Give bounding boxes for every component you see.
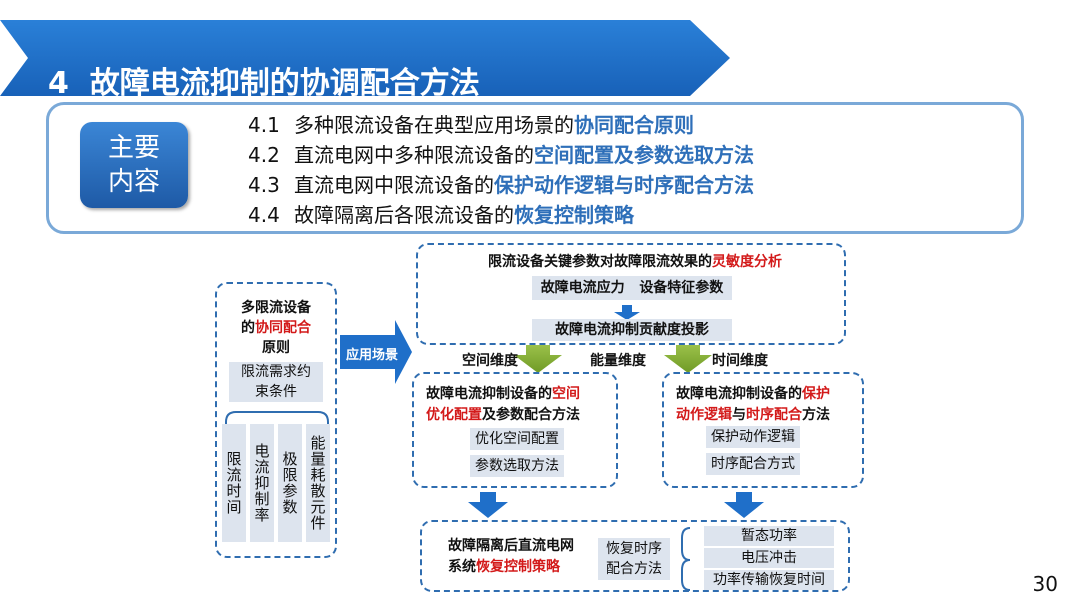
columns-connector: [225, 411, 329, 446]
sensitivity-block: [416, 243, 846, 345]
recovery-timing-box: 恢复时序配合方法: [598, 538, 670, 580]
apply-scene-arrow: [340, 320, 412, 384]
time-dimension-label: 时间维度: [712, 353, 768, 369]
page-number: 30: [1032, 572, 1058, 596]
main-content-badge: 主要内容: [80, 122, 188, 208]
space-dimension-arrow: [514, 345, 562, 373]
projection-box: 故障电流抑制贡献度投影: [532, 319, 732, 341]
page-title: 4 故障电流抑制的协调配合方法: [48, 58, 480, 102]
column-energy-element: 能量耗散元件: [306, 424, 330, 542]
recovery-title: 故障隔离后直流电网 系统恢复控制策略: [448, 538, 574, 575]
projection-arrow: [614, 305, 640, 320]
optimize-space-box: 优化空间配置: [470, 428, 564, 450]
badge-line-1: 主要: [107, 133, 160, 163]
title-banner: 4 故障电流抑制的协调配合方法: [0, 20, 730, 101]
energy-dimension-label: 能量维度: [590, 353, 646, 369]
space-dimension-label: 空间维度: [462, 353, 518, 369]
voltage-impact-box: 电压冲击: [704, 548, 834, 568]
constraint-box: 限流需求约束条件: [229, 362, 323, 402]
time-dimension-arrow: [664, 345, 712, 373]
protection-timing-block: [662, 372, 864, 488]
column-limit-parameters: 极限参数: [278, 424, 302, 542]
column-suppression-rate: 电流抑制率: [250, 424, 274, 542]
stress-params-box: 故障电流应力 设备特征参数: [532, 276, 732, 300]
title-text: 故障电流抑制的协调配合方法: [89, 66, 480, 101]
sensitivity-title: 限流设备关键参数对故障限流效果的灵敏度分析: [488, 254, 782, 270]
param-selection-box: 参数选取方法: [470, 455, 564, 477]
bottom-bracket: [681, 527, 691, 591]
timing-coordination-box: 时序配合方式: [706, 453, 800, 475]
down-arrow-left: [468, 492, 508, 518]
column-limit-time: 限流时间: [222, 424, 246, 542]
spatial-optimization-block: [412, 372, 618, 488]
power-recovery-time-box: 功率传输恢复时间: [704, 570, 834, 590]
apply-scene-label: 应用场景: [346, 348, 399, 363]
coordination-principle-block: [215, 282, 337, 558]
down-arrow-right: [724, 492, 764, 518]
protection-logic-box: 保护动作逻辑: [706, 426, 800, 448]
recovery-block: [420, 520, 850, 592]
transient-power-box: 暂态功率: [704, 526, 834, 546]
protection-timing-title: 故障电流抑制设备的保护 动作逻辑与时序配合方法: [676, 386, 830, 423]
contents-panel: [46, 102, 1024, 234]
spatial-optimization-title: 故障电流抑制设备的空间 优化配置及参数配合方法: [426, 386, 580, 423]
title-banner-shape: [0, 20, 730, 96]
badge-line-2: 内容: [107, 167, 160, 197]
title-number: 4: [48, 66, 69, 101]
coordination-principle-title: 多限流设备 的协同配合 原则: [241, 300, 311, 356]
